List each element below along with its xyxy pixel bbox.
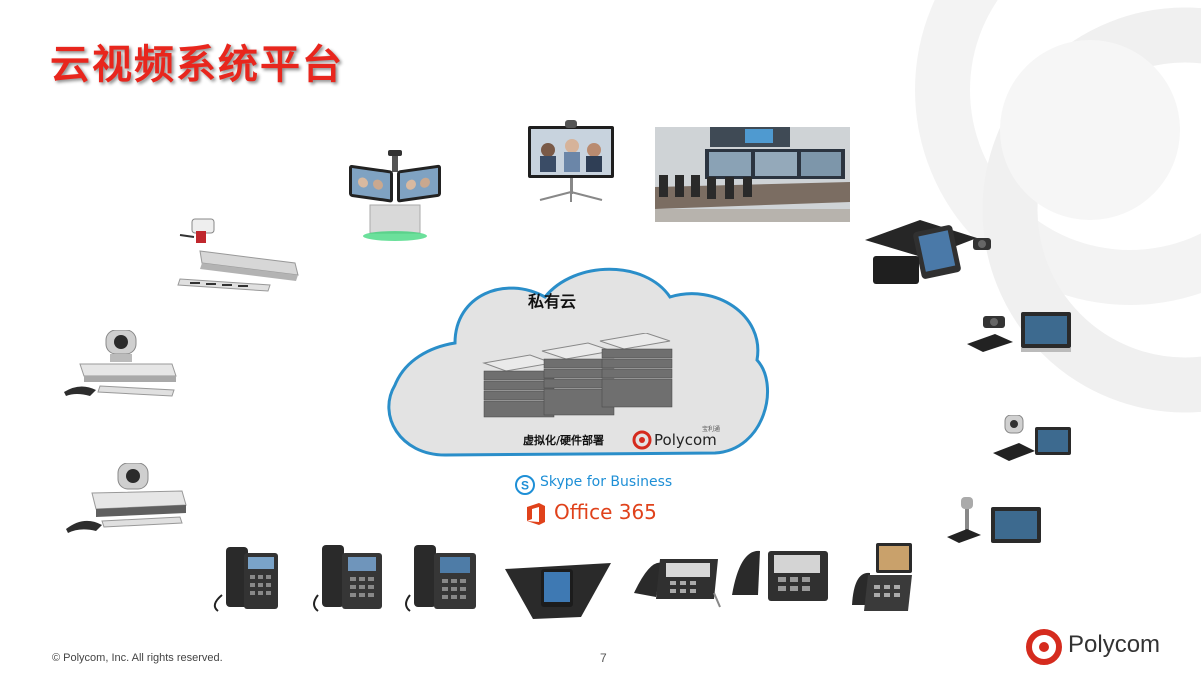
business-media-phone-2	[732, 550, 828, 601]
skype-label: Skype for Business	[540, 474, 673, 490]
brand-name: Polycom	[1068, 631, 1161, 658]
copyright-text: © Polycom, Inc. All rights reserved.	[52, 652, 223, 664]
slide-title: 云视频系统平台	[50, 42, 344, 88]
ptz-camera-touch-panel	[993, 415, 1071, 461]
camera-codec-kit	[177, 218, 299, 292]
cloud-title: 私有云	[528, 292, 577, 311]
svg-text:S: S	[521, 479, 529, 493]
desk-phone-1	[213, 547, 278, 612]
mic-stand-touch-panel	[947, 497, 1041, 543]
trio-conference-phone	[865, 220, 991, 284]
office-365-logo: Office 365	[524, 500, 674, 526]
cloud-vendor-name: Polycom	[654, 431, 717, 449]
skype-icon: S	[515, 475, 535, 495]
cloud-deployment-label: 虚拟化/硬件部署	[523, 434, 605, 447]
page-number: 7	[600, 651, 607, 665]
polycom-logo-icon	[1026, 629, 1062, 665]
office-label: Office 365	[554, 500, 657, 524]
huddle-camera-touch-panel	[967, 312, 1071, 352]
conference-phone-trio	[505, 563, 611, 619]
cloud-vendor-logo: Polycom 宝利通	[632, 426, 724, 452]
ptz-camera-codec-kit-2	[66, 463, 187, 533]
monitor-with-camera-stand	[528, 120, 614, 202]
polycom-brand-logo: Polycom	[1024, 627, 1184, 667]
polycom-logo-icon	[632, 430, 652, 450]
ptz-camera-codec-kit	[64, 330, 177, 397]
office-icon	[527, 503, 545, 525]
video-phone	[852, 543, 912, 611]
server-rack-icon	[482, 333, 673, 418]
business-media-phone-1	[634, 559, 721, 608]
cloud-vendor-name-cn: 宝利通	[702, 426, 721, 433]
desk-phone-2	[313, 545, 382, 612]
telepresence-room	[655, 127, 850, 222]
dual-screen-tabletop-system	[349, 150, 441, 241]
skype-for-business-logo: S Skype for Business	[514, 472, 684, 496]
desk-phone-3	[405, 545, 476, 612]
